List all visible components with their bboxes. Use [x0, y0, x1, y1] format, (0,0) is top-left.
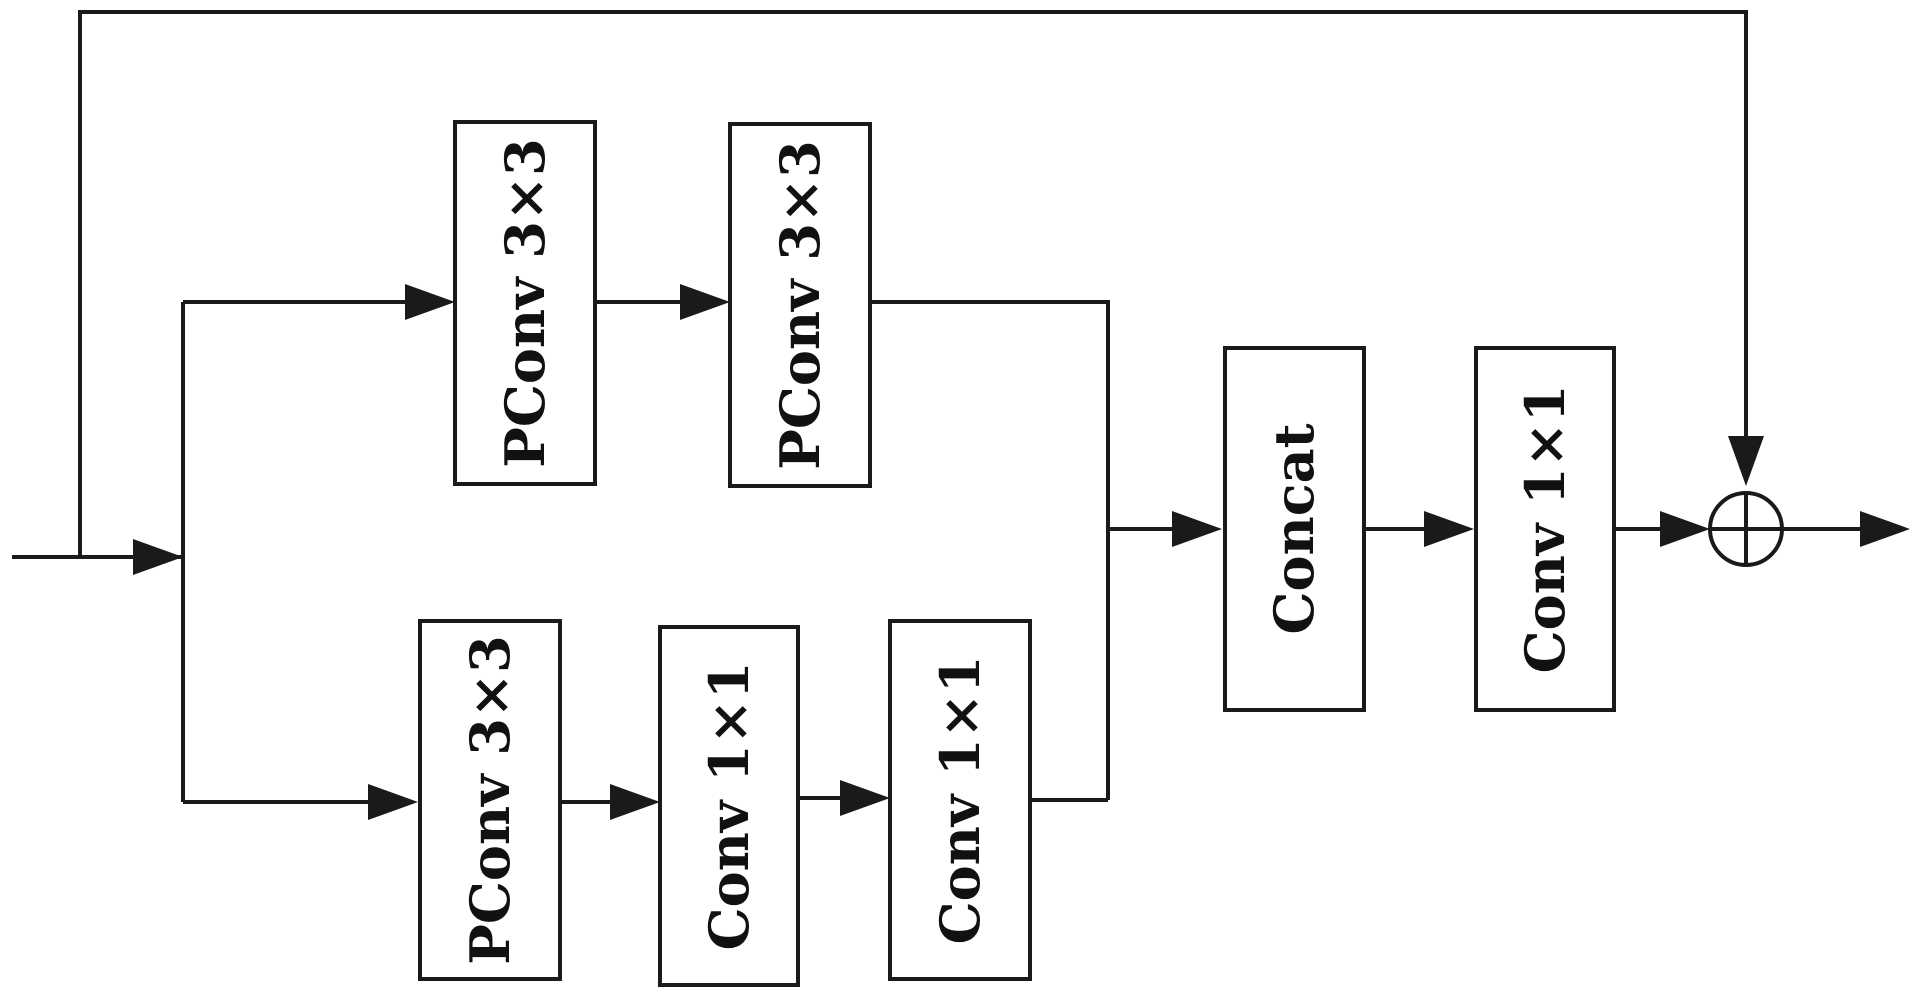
- arrowhead-top-pconv-2: [680, 284, 730, 320]
- arrowhead-sum: [1660, 511, 1710, 547]
- block-bottom-conv-2-label: Conv 1×1: [928, 656, 992, 945]
- block-top-pconv-2-label: PConv 3×3: [768, 140, 832, 469]
- arrowhead-input: [133, 539, 183, 575]
- arrowhead-fuse-conv: [1424, 511, 1474, 547]
- arrowhead-output: [1860, 511, 1910, 547]
- block-top-pconv-2: PConv 3×3: [728, 122, 872, 488]
- arrowhead-top-pconv-1: [405, 284, 455, 320]
- block-bottom-conv-1-box: [658, 625, 800, 987]
- block-bottom-pconv-label: PConv 3×3: [458, 635, 522, 964]
- block-bottom-conv-1-label: Conv 1×1: [697, 662, 761, 951]
- block-fuse-conv-box: [1474, 346, 1616, 712]
- arrowheads: [133, 284, 1910, 820]
- block-bottom-pconv: PConv 3×3: [418, 619, 562, 981]
- block-fuse-conv-label: Conv 1×1: [1513, 385, 1577, 674]
- block-fuse-conv: Conv 1×1: [1474, 346, 1616, 712]
- block-top-pconv-1: PConv 3×3: [453, 120, 597, 486]
- arrowhead-bottom-conv-2: [840, 780, 890, 816]
- block-top-pconv-1-box: [453, 120, 597, 486]
- block-top-pconv-1-label: PConv 3×3: [493, 138, 557, 467]
- block-bottom-conv-2-box: [888, 619, 1032, 981]
- arrowhead-concat: [1172, 511, 1222, 547]
- block-bottom-pconv-box: [418, 619, 562, 981]
- block-concat-box: [1223, 346, 1366, 712]
- circled-plus-icon: [1708, 491, 1784, 567]
- block-concat: Concat: [1223, 346, 1366, 712]
- arrowhead-bottom-conv-1: [610, 784, 660, 820]
- top-branch-output: [870, 300, 1110, 800]
- connections: [12, 10, 1870, 804]
- skip-connection: [78, 10, 1748, 557]
- arrowhead-skip: [1728, 436, 1764, 486]
- block-concat-label: Concat: [1262, 423, 1326, 634]
- block-bottom-conv-1: Conv 1×1: [658, 625, 800, 987]
- arrowhead-bottom-pconv: [368, 784, 418, 820]
- block-bottom-conv-2: Conv 1×1: [888, 619, 1032, 981]
- block-top-pconv-2-box: [728, 122, 872, 488]
